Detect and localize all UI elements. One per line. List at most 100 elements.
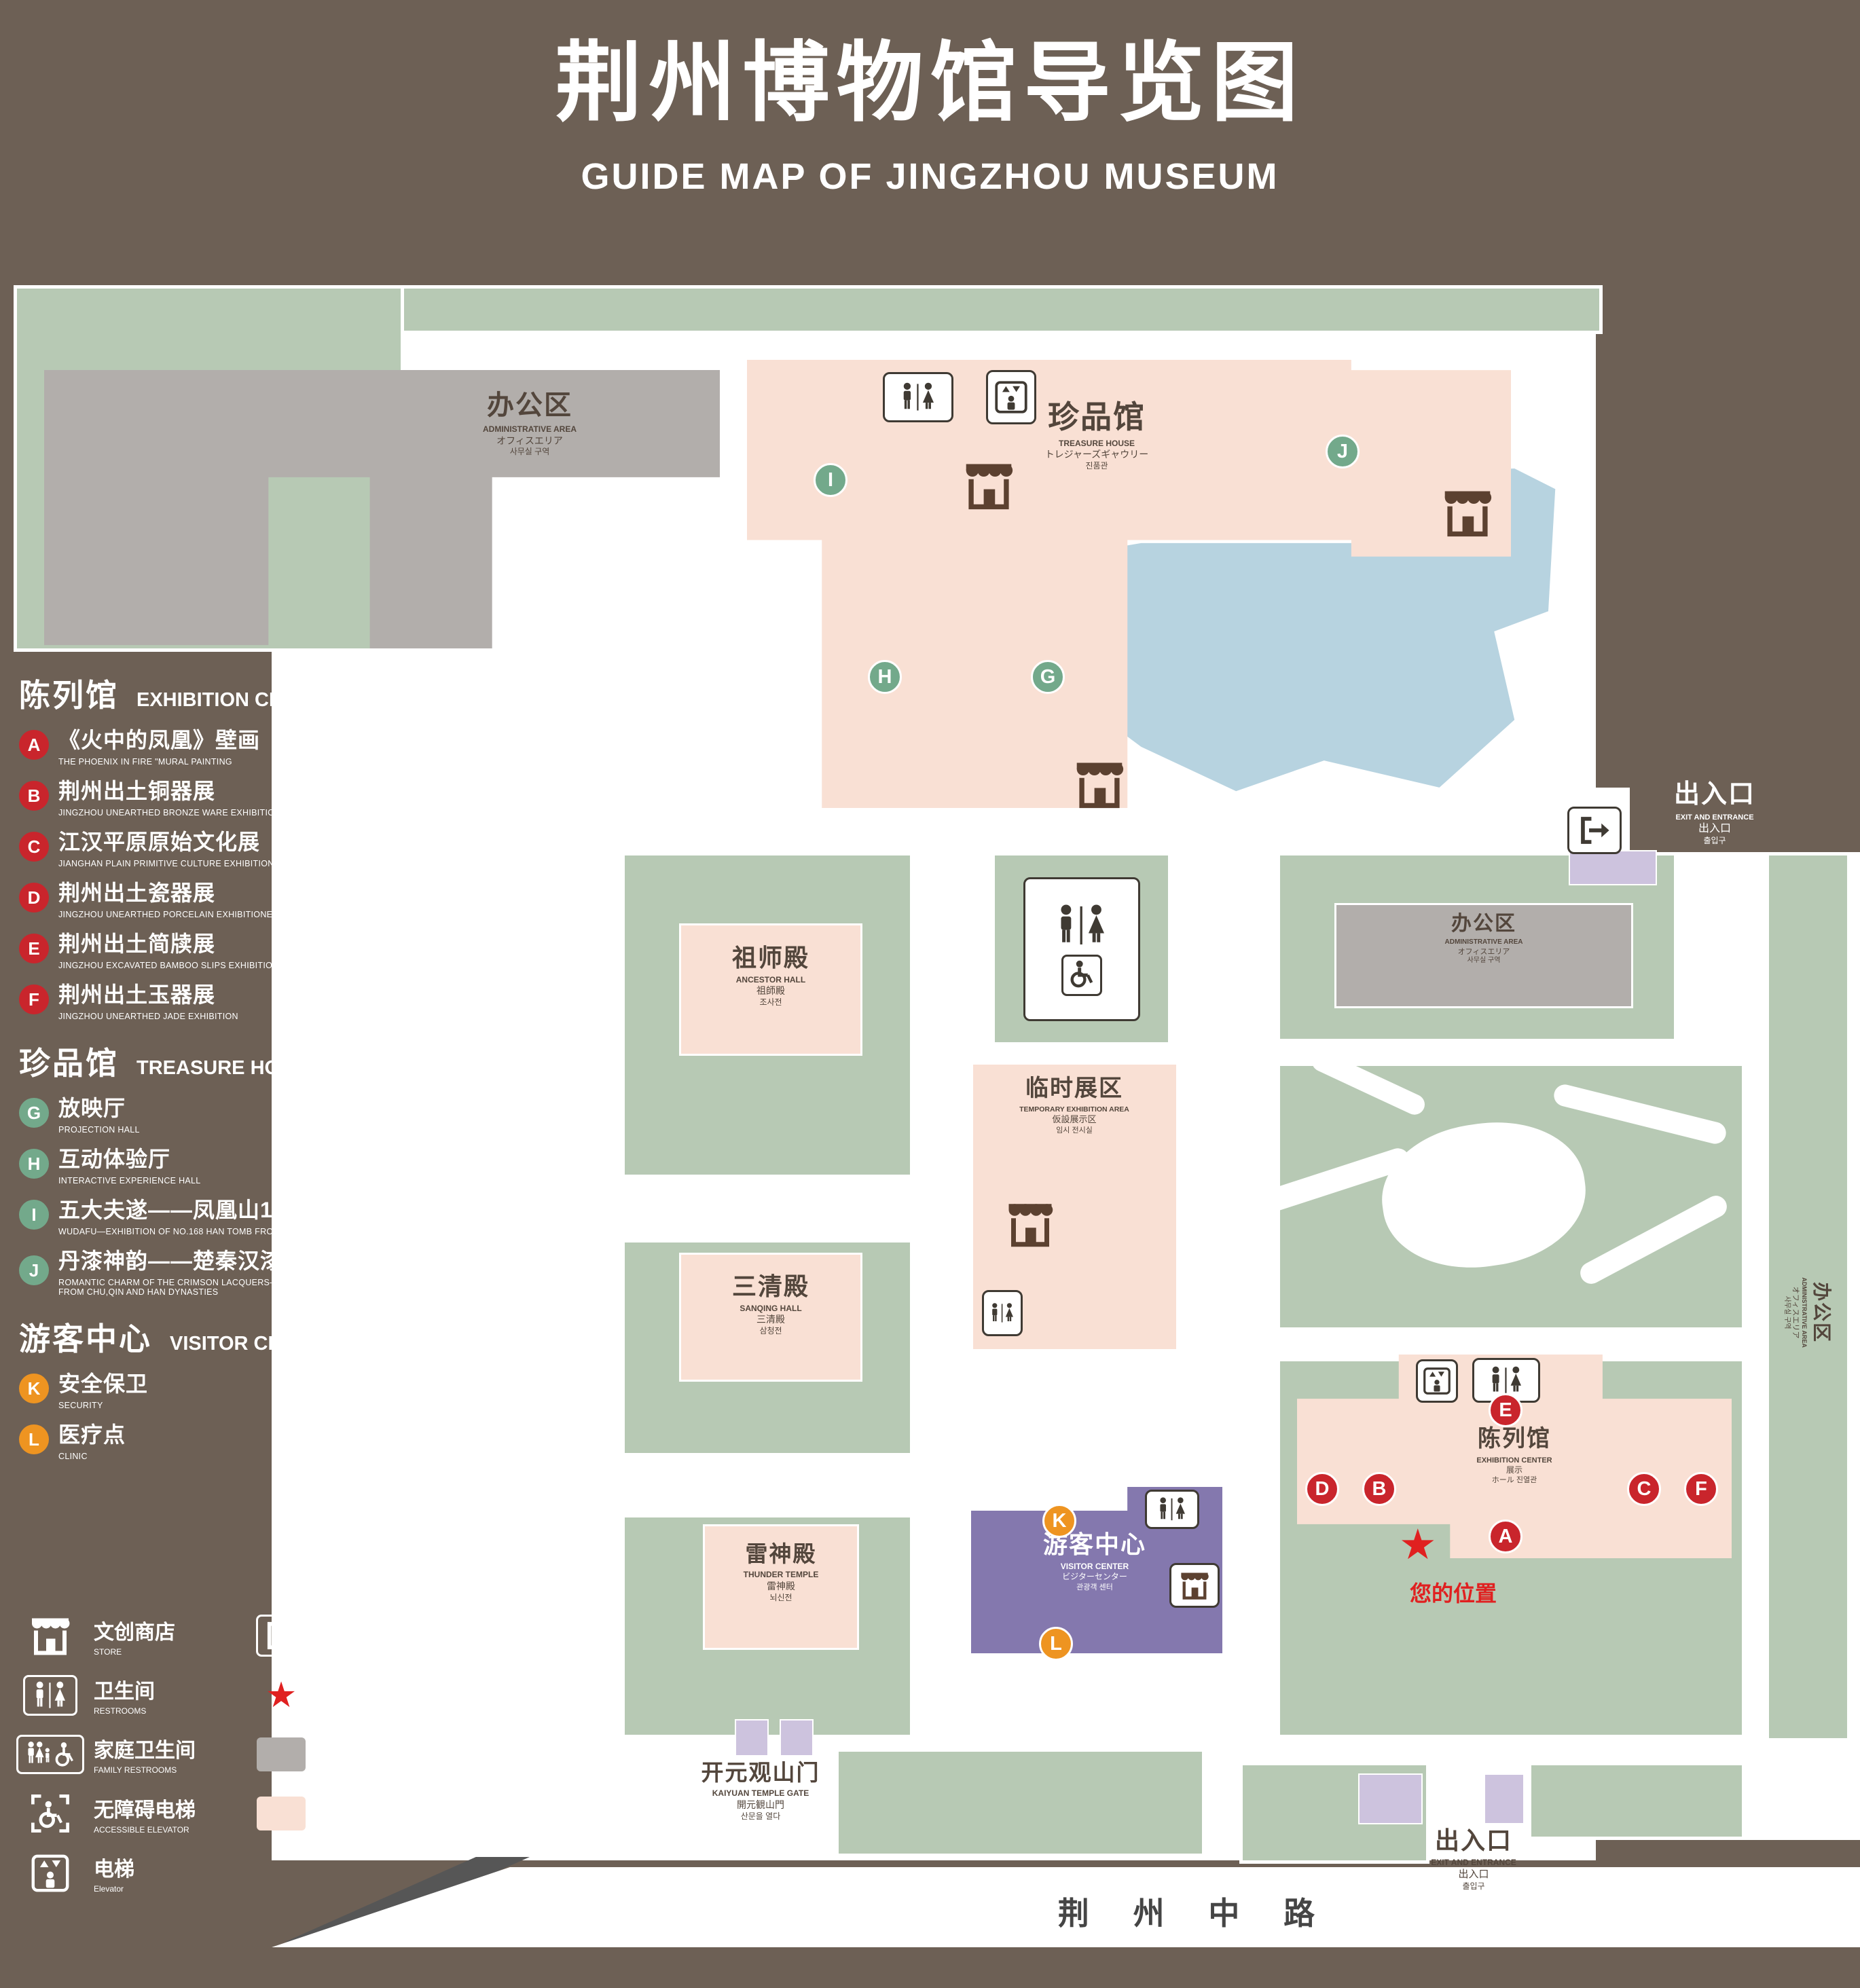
marker-badge-I: I xyxy=(19,1200,49,1230)
building-gate-right xyxy=(780,1719,814,1756)
grounds-below-exit-right xyxy=(1528,1762,1745,1840)
road xyxy=(272,1867,1860,1947)
exit-icon xyxy=(1567,807,1622,854)
label-road: 荆 州 中 路 xyxy=(1057,1896,1333,1931)
page-subtitle: GUIDE MAP OF JINGZHOU MUSEUM xyxy=(581,156,1279,197)
label-visitor-center: 游客中心 VISITOR CENTER ビジターセンター 관광객 센터 xyxy=(1042,1530,1146,1591)
legend-item-L: L 医疗点 CLINIC 1F xyxy=(19,1418,508,1461)
legend-item-H: H 互动体验厅 INTERACTIVE EXPERIENCE HALL 1F xyxy=(19,1142,508,1185)
elevator-icon xyxy=(986,370,1036,424)
label-admin-side: 办公区 ADMINISTRATIVE AREA オフィスエリア 사무실 구역 xyxy=(1783,1277,1833,1348)
building-entrance-top-right xyxy=(1569,850,1657,885)
legend-item-G: G 放映厅 PROJECTION HALL 1F xyxy=(19,1091,508,1135)
grounds-restroom-block xyxy=(991,852,1171,1046)
label-exit-top: 出入口 EXIT AND ENTRANCE 出入口 출입구 xyxy=(1673,780,1755,846)
grounds-below-visitor xyxy=(835,1748,1205,1857)
your-location-star xyxy=(1399,1520,1437,1569)
marker-badge-B: B xyxy=(19,781,49,811)
exit-icon xyxy=(250,1615,312,1657)
map-marker-H: H xyxy=(868,660,902,694)
grounds-right-strip xyxy=(1766,852,1850,1742)
building-thunder-temple xyxy=(703,1524,859,1650)
map-marker-F: F xyxy=(1684,1472,1718,1506)
page-title: 荆州博物馆导览图 xyxy=(555,35,1305,132)
map-marker-B: B xyxy=(1362,1472,1396,1506)
legend-your-location: 您的位置 YOUR LOCATION xyxy=(250,1674,481,1716)
store-icon xyxy=(1072,759,1127,813)
legend-item-K: K 安全保卫 SECURITY 1F xyxy=(19,1367,508,1410)
store-icon xyxy=(1440,487,1495,541)
restroom-icon xyxy=(883,372,953,422)
label-exhibition-center: 陈列馆 EXHIBITION CENTER 展示 ホール 진열관 xyxy=(1476,1426,1552,1484)
your-location-label: 您的位置 xyxy=(1409,1581,1497,1606)
legend-restrooms: 卫生间 RESTROOMS xyxy=(19,1674,250,1716)
marker-badge-G: G xyxy=(19,1098,49,1128)
legend-item-A: A 《火中的凤凰》壁画 THE PHOENIX IN FIRE "MURAL P… xyxy=(19,723,508,767)
marker-badge-A: A xyxy=(19,730,49,760)
building-ancestor-hall xyxy=(679,923,862,1056)
legend-heading-exhibition-center: 陈列馆 EXHIBITION CENTER xyxy=(19,678,336,713)
legend-heading-treasure-house: 珍品馆 TREASURE HOUSE xyxy=(19,1046,321,1081)
garden-path xyxy=(1551,1082,1729,1146)
label-sanqing-hall: 三清殿 SANQING HALL 三清殿 삼청전 xyxy=(731,1272,809,1336)
elevator-icon xyxy=(19,1854,81,1893)
marker-badge-J: J xyxy=(19,1255,49,1285)
map-marker-I: I xyxy=(814,463,847,497)
store-icon xyxy=(1169,1563,1220,1608)
grounds-garden xyxy=(1277,1063,1745,1331)
garden-path xyxy=(1576,1192,1731,1288)
legend-exit: 出入口 EXIT AND ENTRANCE xyxy=(250,1615,481,1657)
map-marker-E: E xyxy=(1489,1393,1522,1427)
store-icon xyxy=(1004,1200,1057,1251)
symbol-legend: 文创商店 STORE 出入口 EXIT AND ENTRANCE 卫生间 RES… xyxy=(16,1615,481,1894)
accessible-restroom-icon xyxy=(1067,959,1097,989)
building-exit-bottom-left xyxy=(1358,1773,1423,1824)
legend-item-I: I 五大夫遂——凤凰山168号汉墓展 WUDAFU—EXHIBITION OF … xyxy=(19,1193,508,1236)
marker-badge-L: L xyxy=(19,1424,49,1454)
restroom-icon xyxy=(1145,1490,1199,1529)
legend-item-F: F 荆州出土玉器展 JINGZHOU UNEARTHED JADE EXHIBI… xyxy=(19,978,508,1021)
accessible-restroom-box xyxy=(1061,954,1102,996)
restroom-icon xyxy=(1049,903,1114,948)
label-admin-right: 办公区 ADMINISTRATIVE AREA オフィスエリア 사무실 구역 xyxy=(1444,913,1523,965)
legend-item-D: D 荆州出土瓷器展 JINGZHOU UNEARTHED PORCELAIN E… xyxy=(19,876,508,919)
legend-store: 文创商店 STORE xyxy=(19,1615,250,1657)
map-marker-K: K xyxy=(1042,1504,1076,1538)
garden-pond xyxy=(1372,1110,1595,1280)
map-marker-L: L xyxy=(1039,1627,1073,1661)
legend-elevator: 电梯 Elevator xyxy=(19,1852,250,1894)
legend-item-B: B 荆州出土铜器展 JINGZHOU UNEARTHED BRONZE WARE… xyxy=(19,774,508,817)
restroom-icon xyxy=(982,1290,1023,1336)
building-sanqing-hall xyxy=(679,1253,862,1382)
office-area-swatch xyxy=(250,1737,312,1771)
legend-office-area: 办公区域 OFFICE AREA xyxy=(250,1733,481,1775)
marker-badge-C: C xyxy=(19,832,49,862)
marker-badge-H: H xyxy=(19,1149,49,1179)
map-marker-A: A xyxy=(1489,1520,1522,1553)
your-location-star xyxy=(250,1675,312,1716)
restroom-icon xyxy=(19,1674,81,1716)
label-thunder-temple: 雷神殿 THUNDER TEMPLE 雷神殿 뇌신전 xyxy=(743,1541,819,1602)
label-temporary-area: 临时展区 TEMPORARY EXHIBITION AREA 仮設展示区 임시 … xyxy=(1019,1075,1129,1135)
building-gate-left xyxy=(735,1719,769,1756)
garden-path xyxy=(1309,1066,1428,1118)
label-gate: 开元观山门 KAIYUAN TEMPLE GATE 開元観山門 산문을 열다 xyxy=(701,1760,820,1821)
legend-item-C: C 江汉平原原始文化展 JIANGHAN PLAIN PRIMITIVE CUL… xyxy=(19,825,508,868)
marker-badge-K: K xyxy=(19,1374,49,1403)
store-icon xyxy=(19,1615,81,1656)
legend-item-J: J 丹漆神韵——楚秦汉漆器精品展 ROMANTIC CHARM OF THE C… xyxy=(19,1244,508,1297)
accessible-elevator-icon xyxy=(19,1792,81,1835)
legend: 陈列馆 EXHIBITION CENTER A 《火中的凤凰》壁画 THE PH… xyxy=(19,671,508,1469)
elevator-icon xyxy=(1416,1359,1458,1403)
building-exit-bottom-right xyxy=(1484,1773,1525,1824)
legend-item-E: E 荆州出土简牍展 JINGZHOU EXCAVATED BAMBOO SLIP… xyxy=(19,927,508,970)
map-marker-C: C xyxy=(1627,1472,1661,1506)
legend-accessible-elevator: 无障碍电梯 ACCESSIBLE ELEVATOR xyxy=(19,1792,250,1835)
map-marker-G: G xyxy=(1031,660,1065,694)
header: 荆州博物馆导览图 GUIDE MAP OF JINGZHOU MUSEUM xyxy=(0,12,1860,198)
family-restroom-icon xyxy=(16,1734,84,1774)
map-marker-D: D xyxy=(1305,1472,1339,1506)
map-marker-J: J xyxy=(1326,435,1360,468)
marker-badge-D: D xyxy=(19,883,49,913)
building-admin-right xyxy=(1334,903,1633,1008)
